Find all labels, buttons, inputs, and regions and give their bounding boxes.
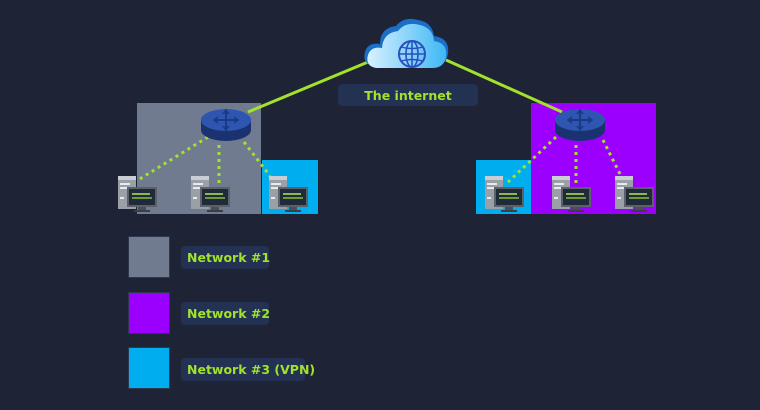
computer-icon xyxy=(551,175,593,217)
internet-label: The internet xyxy=(338,84,478,106)
link-internet-router-2 xyxy=(445,58,563,114)
lan-link xyxy=(601,139,625,181)
legend-text: Network #3 (VPN) xyxy=(187,362,316,377)
internet-cloud xyxy=(362,14,454,72)
router-icon xyxy=(555,108,605,141)
computer-icon xyxy=(268,175,310,217)
lan-link xyxy=(137,135,209,182)
legend-swatch-network-2 xyxy=(128,292,170,334)
cloud-globe-icon xyxy=(364,18,449,68)
internet-label-text: The internet xyxy=(364,87,452,103)
legend-swatch-network-3 xyxy=(128,347,170,389)
computer-icon xyxy=(614,175,656,217)
lan-link xyxy=(505,135,558,185)
link-internet-router-1 xyxy=(247,60,369,114)
lan-link xyxy=(242,141,272,177)
router-network-1 xyxy=(200,104,252,144)
computer-icon xyxy=(484,175,526,217)
legend-label-network-3: Network #3 (VPN) xyxy=(181,358,315,381)
legend-label-network-2: Network #2 xyxy=(181,302,271,325)
router-network-2 xyxy=(554,104,606,144)
legend-label-network-1: Network #1 xyxy=(181,246,271,269)
computer-icon xyxy=(117,175,159,217)
router-icon xyxy=(201,108,251,141)
legend-swatch-network-1 xyxy=(128,236,170,278)
legend-text: Network #2 xyxy=(187,306,271,321)
legend-text: Network #1 xyxy=(187,250,271,265)
computer-icon xyxy=(190,175,232,217)
